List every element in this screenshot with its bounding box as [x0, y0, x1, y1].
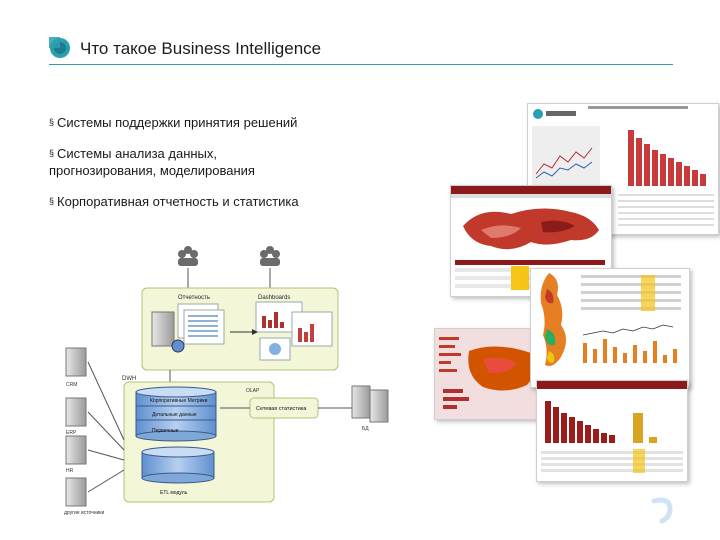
- warehouse-layer-label: Корпоративные Метрики: [150, 398, 208, 404]
- logo-icon: [49, 37, 70, 58]
- source-servers: [65, 347, 87, 507]
- server-icon: [65, 477, 87, 507]
- bullet-text: прогнозирования, моделирования: [49, 163, 255, 178]
- app-server-icon: [151, 311, 175, 347]
- server-label: БД: [362, 426, 369, 432]
- reports-label: Отчетность: [178, 295, 210, 301]
- bullet-marker: §: [49, 148, 55, 158]
- title-divider: [49, 64, 673, 65]
- server-icon: [369, 389, 389, 423]
- bullet-marker: §: [49, 117, 55, 127]
- warehouse-layer-label: Детальные данные: [152, 412, 197, 418]
- server-icon: [65, 435, 87, 465]
- data-warehouse-cylinder: [135, 386, 217, 442]
- brand-swirl-icon: [651, 497, 673, 524]
- server-icon: [65, 347, 87, 377]
- network-stats-label: Сетевая статистика: [256, 406, 307, 412]
- source-label: ERP: [66, 430, 77, 436]
- bullet-text: Системы поддержки принятия решений: [57, 115, 298, 130]
- bi-architecture-diagram: Отчетность Dashboards DWH Корпоративные …: [64, 246, 389, 516]
- bullet-text: Системы анализа данных,: [57, 146, 218, 161]
- source-label: CRM: [66, 382, 77, 388]
- bar-chart-report-screenshot: [536, 380, 688, 482]
- olap-label: OLAP: [246, 388, 260, 394]
- warehouse-layer-label: Первичные: [152, 428, 179, 434]
- source-label: другие источники: [64, 510, 104, 516]
- etl-label: ETL модуль: [160, 490, 188, 496]
- bullet-text: Корпоративная отчетность и статистика: [57, 194, 299, 209]
- server-icon: [65, 397, 87, 427]
- dwh-label: DWH: [122, 376, 136, 382]
- bullet-item: §Корпоративная отчетность и статистика: [49, 193, 379, 210]
- server-icon: [351, 385, 371, 419]
- bullet-item: §Системы поддержки принятия решений: [49, 114, 379, 131]
- country-dashboard-screenshot: [530, 268, 690, 388]
- regional-map-screenshot: [434, 328, 546, 420]
- bullet-marker: §: [49, 196, 55, 206]
- page-title: Что такое Business Intelligence: [80, 39, 322, 58]
- bullet-list: §Системы поддержки принятия решений §Сис…: [49, 114, 379, 224]
- source-label: HR: [66, 468, 74, 474]
- etl-cylinder: [141, 446, 215, 484]
- bullet-item: §Системы анализа данных, прогнозирования…: [49, 145, 379, 179]
- dashboards-label: Dashboards: [258, 295, 290, 301]
- users-icon: [178, 246, 280, 266]
